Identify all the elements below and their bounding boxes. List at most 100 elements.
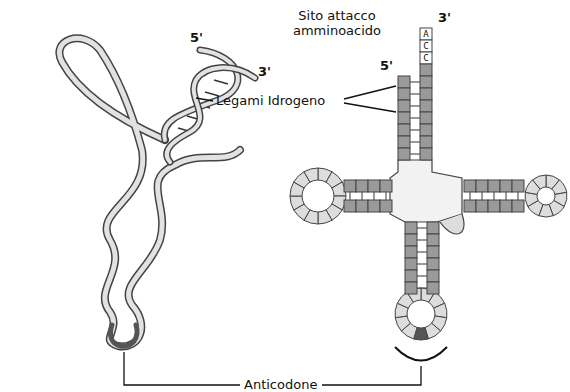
ribbon-fill: [59, 38, 240, 346]
base-box: [476, 180, 488, 192]
base-box: [405, 258, 417, 270]
loop: [290, 168, 346, 224]
base-box: [488, 200, 500, 212]
loop: [525, 175, 567, 217]
base-box: [356, 180, 368, 192]
part-label: Legami Idrogeno: [216, 93, 325, 108]
base-box: [476, 200, 488, 212]
strand-end-label: 5': [380, 58, 393, 73]
drawing-part: [344, 28, 524, 294]
base-box: [512, 200, 524, 212]
base-box: [398, 76, 410, 88]
base-pair: [417, 263, 427, 264]
base-box: [500, 200, 512, 212]
base-box: [398, 148, 410, 160]
base-letter: C: [420, 40, 432, 52]
base-pair: [417, 227, 427, 228]
base-pair: [361, 192, 362, 200]
base-box: [368, 200, 380, 212]
drawing-part: [290, 168, 567, 340]
base-box: [398, 136, 410, 148]
strand-end-label: 5': [190, 30, 203, 45]
base-box: [512, 180, 524, 192]
loop-base: [395, 316, 410, 331]
base-pair: [417, 287, 427, 288]
base-pair: [410, 129, 420, 130]
base-box: [405, 222, 417, 234]
anticodon-bracket: [395, 347, 447, 361]
base-pair: [410, 81, 420, 82]
base-pair: [481, 192, 482, 200]
base-pair: [349, 192, 350, 200]
strand-end-label: 3': [438, 10, 451, 25]
leader-line: [196, 98, 213, 101]
loop-base: [290, 196, 304, 210]
base-box: [420, 100, 432, 112]
base-box: [420, 64, 432, 76]
base-pair: [469, 192, 470, 200]
base-box: [405, 270, 417, 282]
base-box: [420, 124, 432, 136]
anticodon-ribbon: [110, 325, 137, 346]
base-box: [427, 246, 439, 258]
variable-loop: [440, 214, 464, 234]
base-box: [427, 234, 439, 246]
base-pair: [410, 117, 420, 118]
base-letter: A: [420, 28, 432, 40]
base-box: [420, 52, 432, 64]
base-pair: [417, 251, 427, 252]
base-box: [464, 200, 476, 212]
loop: [395, 288, 447, 340]
base-box: [420, 88, 432, 100]
base-box: [398, 124, 410, 136]
base-pair: [493, 192, 494, 200]
cloverleaf-core: [390, 160, 462, 222]
trna-cloverleaf: [290, 28, 567, 361]
leader-line: [344, 103, 396, 112]
base-box: [398, 88, 410, 100]
base-box: [427, 282, 439, 294]
loop-base: [434, 303, 447, 318]
leader-line: [124, 352, 240, 385]
leader-line: [322, 366, 421, 385]
base-pair: [417, 275, 427, 276]
base-pair: [410, 141, 420, 142]
base-box: [405, 234, 417, 246]
base-box: [464, 180, 476, 192]
base-box: [368, 180, 380, 192]
trna-3d-model: [59, 38, 255, 346]
base-pair: [505, 192, 506, 200]
leader-line: [344, 86, 396, 99]
base-pair: [410, 153, 420, 154]
base-box: [344, 180, 356, 192]
base-pair: [385, 192, 386, 200]
base-box: [405, 282, 417, 294]
base-box: [380, 200, 392, 212]
base-box: [398, 100, 410, 112]
loop-base: [318, 210, 332, 224]
base-box: [427, 270, 439, 282]
strand-end-label: 3': [258, 64, 271, 79]
hydrogen-bond: [214, 80, 228, 84]
base-pair: [410, 93, 420, 94]
loop-base: [304, 168, 318, 182]
base-pair: [517, 192, 518, 200]
ribbon-outline: [59, 38, 240, 346]
base-pair: [417, 239, 427, 240]
loop-base: [533, 175, 546, 189]
base-box: [398, 112, 410, 124]
base-box: [405, 246, 417, 258]
part-label: Sito attacco amminoacido: [282, 8, 392, 38]
leader-lines: [124, 86, 421, 385]
base-box: [420, 76, 432, 88]
base-box: [420, 136, 432, 148]
base-pair: [373, 192, 374, 200]
base-box: [427, 222, 439, 234]
base-box: [420, 28, 432, 40]
helix-strand: [167, 68, 255, 162]
base-box: [356, 200, 368, 212]
part-label: Anticodone: [244, 377, 317, 392]
base-letter: C: [420, 52, 432, 64]
